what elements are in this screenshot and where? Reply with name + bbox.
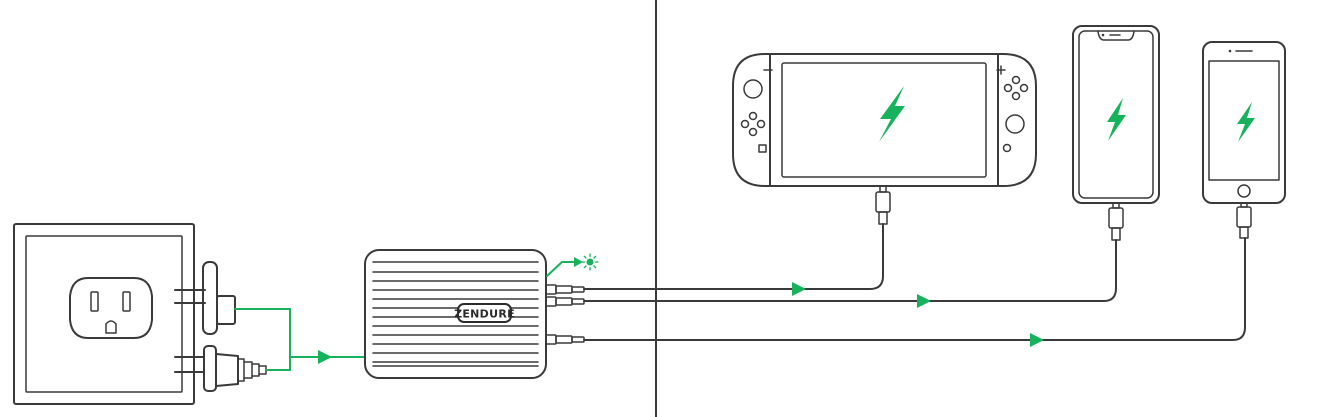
flow-arrow-icon [792,282,806,296]
flow-arrow-icon [917,294,931,308]
usb-connector-icon [555,285,585,344]
input-cable [234,308,366,358]
charging-bolt-icon [1107,98,1126,141]
flow-arrow-icon [318,350,332,364]
brand-label: ZENDURE [454,308,515,321]
output-cable [583,223,884,290]
flow-arrow-icon [1030,333,1044,347]
power-plug-icon [174,345,267,392]
charger-icon: ZENDURE [364,249,557,379]
led-indicator-icon [546,253,599,277]
output-cable [583,237,1246,341]
phone-icon [1072,25,1160,241]
output-cable [583,239,1117,302]
power-plug-icon [174,261,236,335]
charging-bolt-icon [879,86,905,142]
wall-outlet-icon [13,223,195,405]
game-console-icon [732,53,1037,225]
input-cable [265,356,291,371]
charging-bolt-icon [1237,102,1255,142]
phone-icon [1202,41,1286,239]
